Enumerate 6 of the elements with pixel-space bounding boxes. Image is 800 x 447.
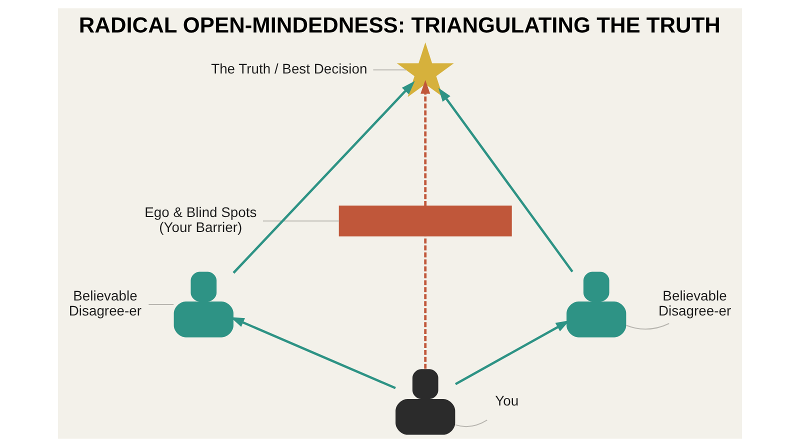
diagram-title: RADICAL OPEN-MINDEDNESS: TRIANGULATING THE TRUTH xyxy=(78,12,720,38)
node-text: Ego & Blind Spots (Your Barrier) xyxy=(144,204,257,236)
node-text: The Truth / Best Decision xyxy=(211,60,368,77)
node-text: Believable Disagree-er xyxy=(658,288,732,319)
node-text: Believable Disagree-er xyxy=(68,288,142,319)
node-text: You xyxy=(495,392,519,409)
